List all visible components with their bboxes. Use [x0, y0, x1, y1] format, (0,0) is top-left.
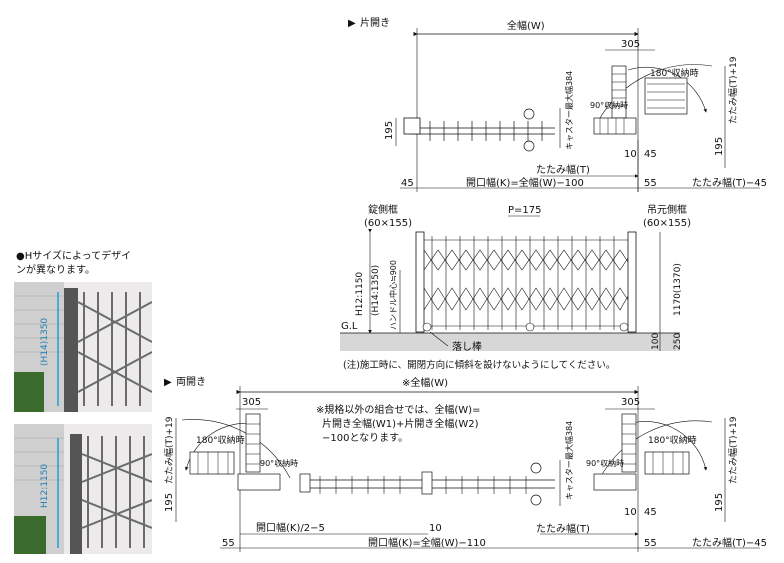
- right-height: 1170(1370): [673, 263, 683, 316]
- right-arc-180: [599, 420, 713, 479]
- combo-note-3: −100となります。: [322, 432, 408, 444]
- gl-label: G.L: [341, 321, 358, 332]
- dim-195-left: 195: [384, 121, 395, 140]
- double-fold-width-t45: たたみ幅(T)−45: [692, 536, 767, 549]
- dim-100: 100: [651, 333, 661, 350]
- dim-250: 250: [673, 333, 683, 350]
- handle-center: ハンドル中心≒900: [388, 260, 398, 330]
- fold-width-t: たたみ幅(T): [536, 163, 590, 176]
- double-swing-label: 両開き: [176, 376, 206, 388]
- double-dim-55-left: 55: [222, 538, 235, 549]
- ground-band: [340, 333, 680, 351]
- stored-180-label: 180°収納時: [650, 67, 699, 79]
- design-note-line1: ●Hサイズによってデザイ: [16, 251, 132, 262]
- pitch-label: P=175: [508, 205, 542, 216]
- hang-frame-size: (60×155): [643, 218, 691, 229]
- folded-stack-180: [644, 77, 688, 115]
- dim-45: 45: [644, 149, 657, 160]
- hang-side-frame: [627, 231, 637, 333]
- right-arc-90: [627, 421, 708, 471]
- lock-side-frame: [415, 231, 425, 333]
- left-stack-90: [245, 413, 261, 473]
- left-stored-90: 90°収納時: [260, 458, 298, 468]
- gate-elevation: 錠側框 (60×155) P=175 吊元側框 (60×155) G.L: [340, 203, 691, 371]
- folded-stack-90: [611, 65, 627, 119]
- left-t19: たたみ幅(T)+19: [163, 416, 175, 484]
- double-swing-plan: ▶ 両開き ※全幅(W) 305 305 180°収納時 90°収納時 たたみ幅…: [163, 376, 767, 552]
- double-extended-gate: [299, 462, 555, 506]
- gate-photo-h14: (H14)1350: [14, 282, 152, 412]
- double-dim-55-right: 55: [644, 538, 657, 549]
- extended-gate-plan: [403, 108, 555, 152]
- dim-305-left: 305: [242, 397, 261, 408]
- double-swing-marker: ▶: [164, 377, 172, 388]
- dim-55: 55: [644, 178, 657, 189]
- design-note-line2: ンが異なります。: [16, 265, 95, 276]
- left-arc-180: [181, 419, 291, 479]
- opening-width: 開口幅(K)=全幅(W)−100: [466, 176, 584, 189]
- double-opening: 開口幅(K)=全幅(W)−110: [368, 536, 486, 549]
- gate-lattice: [423, 236, 629, 330]
- right-stored-90: 90°収納時: [586, 458, 624, 468]
- hang-frame-label: 吊元側框: [647, 203, 687, 216]
- center-dim-10: 10: [429, 523, 442, 534]
- dim-45-left: 45: [401, 178, 414, 189]
- left-stored-180: 180°収納時: [196, 434, 245, 446]
- left-stack-180: [189, 451, 235, 475]
- height-h14: (H14:1350): [371, 265, 381, 316]
- photo2-height-label: H12:1150: [40, 463, 50, 508]
- left-stack-0: [237, 473, 281, 491]
- single-swing-marker: ▶: [348, 18, 356, 29]
- overall-width-label-2: ※全幅(W): [402, 376, 448, 389]
- half-opening: 開口幅(K)/2−5: [256, 521, 325, 534]
- fold-width-t45: たたみ幅(T)−45: [692, 176, 767, 189]
- single-swing-label: 片開き: [360, 16, 390, 29]
- single-swing-plan: ▶ 片開き 全幅(W) 305: [348, 16, 767, 192]
- overall-width-label: 全幅(W): [507, 19, 545, 32]
- right-t19: たたみ幅(T)+19: [727, 416, 739, 484]
- drop-rod-label: 落し棒: [452, 340, 482, 353]
- stored-90-label: 90°収納時: [590, 100, 628, 110]
- double-dim-45: 45: [644, 507, 657, 518]
- dim-305-right: 305: [621, 397, 640, 408]
- photo1-height-label: (H14)1350: [40, 317, 50, 366]
- caution-note: (注)施工時に、開閉方向に傾斜を設けないようにしてください。: [343, 359, 615, 371]
- right-stack-180: [644, 451, 690, 475]
- swing-arc-90: [627, 66, 707, 113]
- combo-note-2: 片開き全幅(W1)+片開き全幅(W2): [322, 417, 479, 430]
- double-dim-10: 10: [624, 507, 637, 518]
- right-stack-0: [593, 473, 637, 491]
- double-fold-width-t: たたみ幅(T): [536, 522, 590, 535]
- right-stack-90: [621, 413, 637, 473]
- dim-195-right: 195: [714, 137, 725, 156]
- gate-photo-h12: H12:1150: [14, 424, 152, 554]
- folded-stack-0: [593, 117, 637, 135]
- lock-frame-label: 錠側框: [368, 203, 398, 216]
- dim-305: 305: [621, 39, 640, 50]
- right-stored-180: 180°収納時: [648, 434, 697, 446]
- height-h12: H12:1150: [355, 272, 365, 316]
- swing-arc-180: [599, 64, 713, 119]
- right-195: 195: [714, 493, 725, 512]
- caster-max-label: キャスター最大幅384: [564, 71, 574, 150]
- double-caster-max: キャスター最大幅384: [564, 421, 574, 500]
- design-note: ●Hサイズによってデザイ ンが異なります。: [16, 250, 131, 278]
- left-195: 195: [164, 493, 175, 512]
- combo-note-1: ※規格以外の組合せでは、全幅(W)=: [316, 403, 480, 416]
- lock-frame-size: (60×155): [364, 218, 412, 229]
- dim-10: 10: [624, 149, 637, 160]
- dim-t19: たたみ幅(T)+19: [727, 56, 739, 124]
